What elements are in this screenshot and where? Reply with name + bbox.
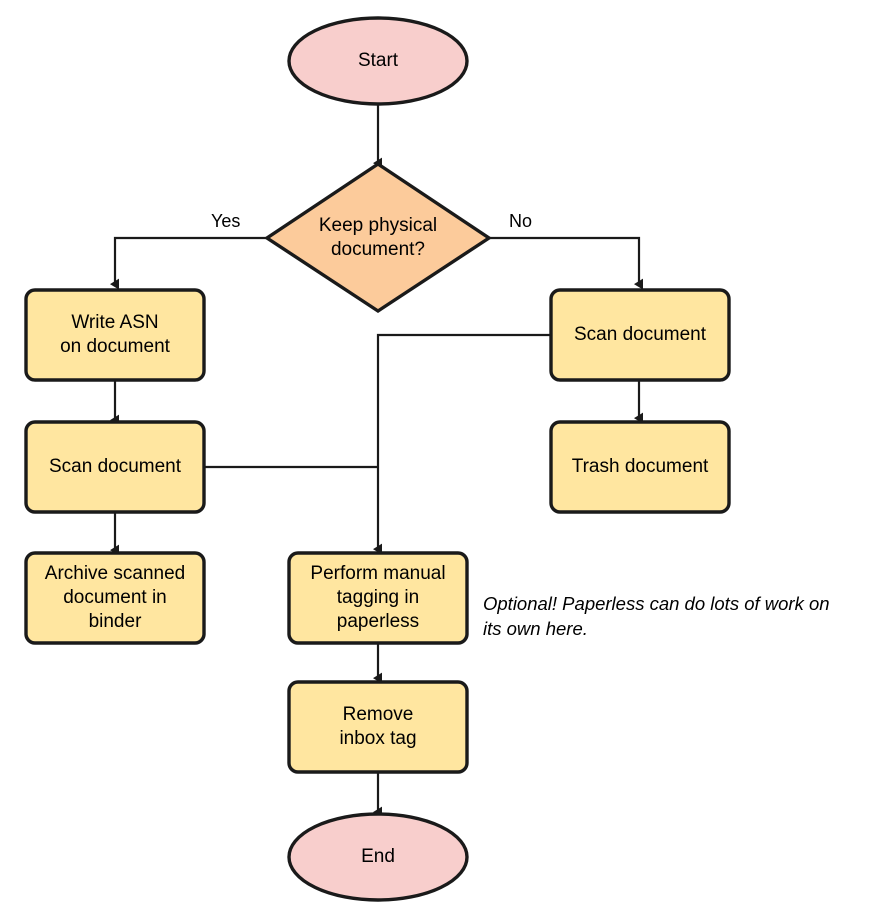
edge-decision-yes-to-write-asn [115, 236, 267, 284]
node-perform-manual-tagging[interactable] [287, 551, 469, 645]
node-decision-keep-physical-document[interactable] [263, 161, 493, 314]
node-trash-document[interactable] [549, 420, 731, 514]
edge-group [115, 103, 639, 812]
node-write-asn[interactable] [24, 288, 206, 382]
node-remove-inbox-tag[interactable] [287, 680, 469, 774]
node-archive-scanned-document[interactable] [24, 551, 206, 645]
node-scan-document-right[interactable] [549, 288, 731, 382]
edge-decision-no-to-scan-right [489, 236, 639, 284]
node-scan-document-left[interactable] [24, 420, 206, 514]
node-start[interactable] [287, 16, 469, 106]
node-end[interactable] [287, 812, 469, 902]
edge-scan-right-to-tagging [378, 333, 551, 549]
